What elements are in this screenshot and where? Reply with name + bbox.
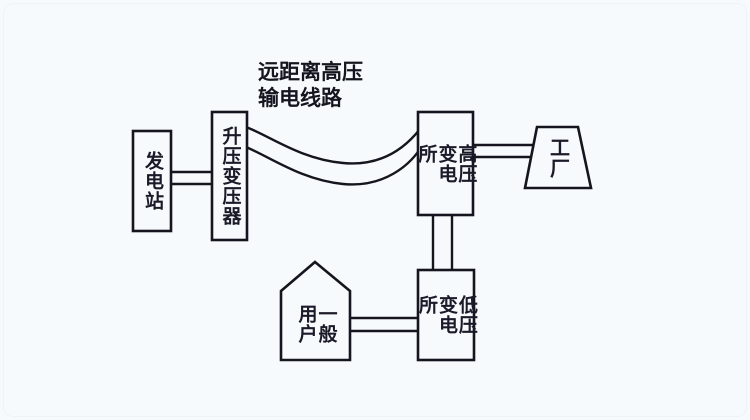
- connection-transmission-line: [245, 125, 421, 186]
- node-step-up-transformer[interactable]: [212, 112, 247, 240]
- node-high-voltage-substation[interactable]: [418, 112, 473, 215]
- node-power-station-shape: [131, 129, 173, 233]
- node-general-users[interactable]: [281, 262, 350, 360]
- node-low-voltage-substation-shape: [416, 268, 476, 362]
- connection-lv-substation-to-users: [348, 316, 420, 333]
- connection-station-to-transformer: [170, 170, 214, 186]
- node-general-users-shape: [279, 260, 352, 362]
- node-step-up-transformer-shape: [210, 110, 249, 242]
- connection-substation-to-factory: [471, 143, 537, 159]
- node-factory[interactable]: [525, 127, 591, 188]
- node-low-voltage-substation[interactable]: [418, 270, 474, 360]
- node-power-station[interactable]: [133, 131, 171, 231]
- node-high-voltage-substation-shape: [416, 110, 475, 217]
- node-factory-shape: [523, 125, 593, 190]
- connection-hv-to-lv-substation: [431, 213, 454, 272]
